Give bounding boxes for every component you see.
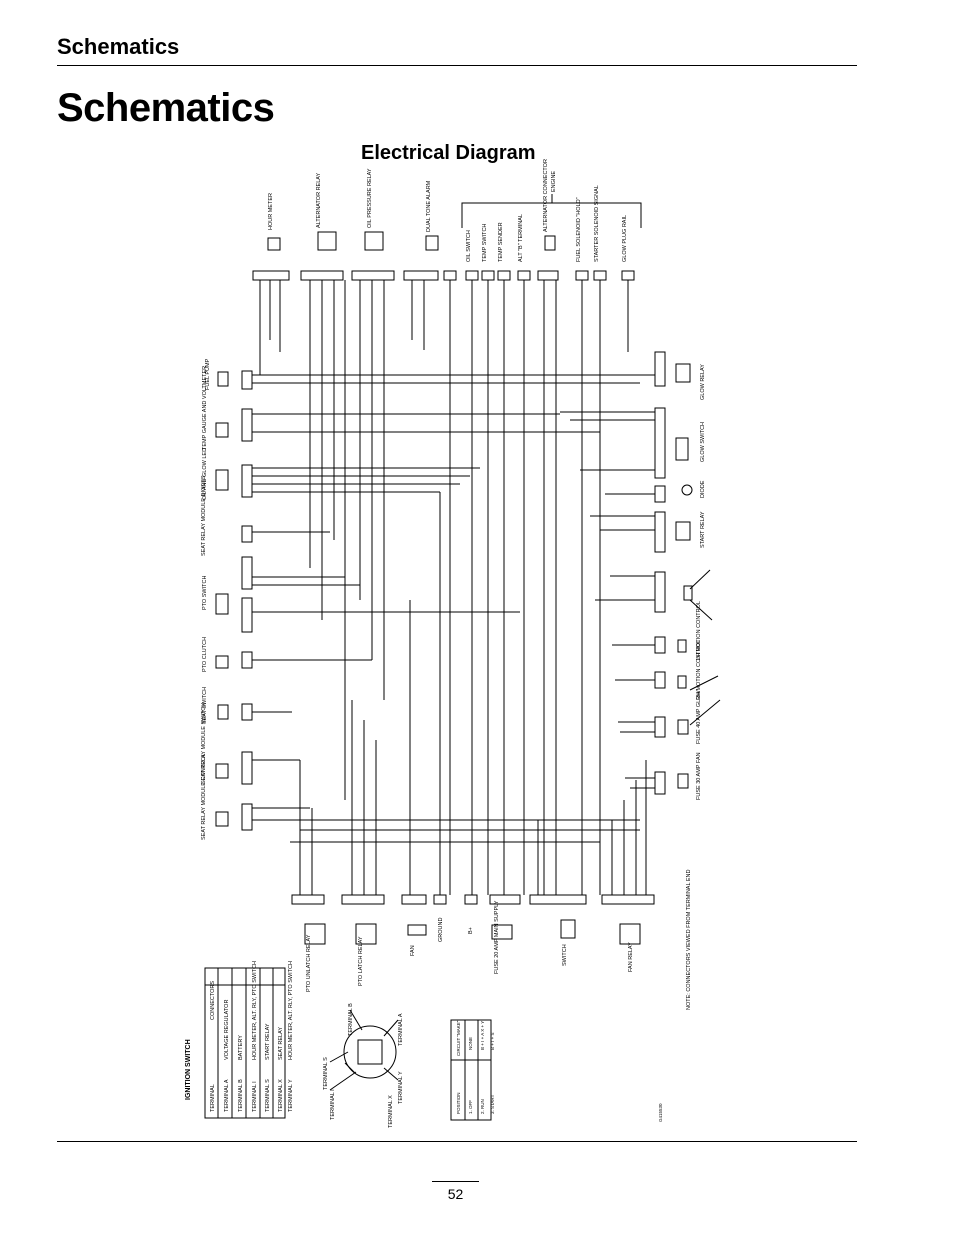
starter-solenoid-label: STARTER SOLENOID SIGNAL bbox=[594, 185, 600, 262]
ignition-row-connectors-6: HOUR METER, ALT. RLY, PTO SWITCH bbox=[288, 961, 294, 1060]
position-col-position: POSITION bbox=[456, 1092, 461, 1114]
terminal-s-label: TERMINAL S bbox=[323, 1057, 329, 1090]
pto-latch-relay-label: PTO LATCH RELAY bbox=[358, 936, 364, 986]
b-plus-label: B+ bbox=[468, 927, 474, 934]
connector-note: NOTE: CONNECTORS VIEWED FROM TERMINAL EN… bbox=[686, 870, 692, 1010]
fuse-20-label: FUSE 20 AMP MAIN SUPPLY bbox=[494, 900, 500, 974]
ignition-row-connectors-1: VOLTAGE REGULATOR bbox=[224, 1000, 230, 1060]
switch-label: SWITCH bbox=[562, 944, 568, 966]
ignition-col-terminal: TERMINAL bbox=[210, 1084, 216, 1112]
position-row-2-position: 2. RUN bbox=[480, 1099, 485, 1114]
page-title: Schematics bbox=[57, 86, 275, 130]
fan-relay-label: FAN RELAY bbox=[628, 942, 634, 972]
terminal-y-label: TERMINAL Y bbox=[398, 1071, 404, 1104]
fuse-30-label: FUSE 30 AMP FAN bbox=[696, 752, 702, 800]
position-row-1-circuit: NONE bbox=[468, 1037, 473, 1050]
oil-switch-label: OIL SWITCH bbox=[466, 230, 472, 262]
alt-b-terminal-label: ALT "B" TERMINAL bbox=[518, 214, 524, 262]
temp-sender-label: TEMP SENDER bbox=[498, 222, 504, 262]
page-number: 52 bbox=[447, 1186, 464, 1202]
part-number: G415530 bbox=[658, 1103, 663, 1122]
alternator-relay-label: ALTERNATOR RELAY bbox=[316, 172, 322, 228]
seat-relay-switch-label: SEAT RELAY MODULE SWITCH bbox=[201, 703, 207, 784]
fuse-40-label: FUSE 40 AMP GLOW bbox=[696, 689, 702, 744]
fan-label: FAN bbox=[410, 945, 416, 956]
wiring-harness bbox=[204, 194, 721, 1121]
hour-meter-label: HOUR METER bbox=[268, 193, 274, 230]
ground-label: GROUND bbox=[438, 918, 444, 942]
diode-label: DIODE bbox=[700, 480, 706, 498]
ignition-row-terminal-6: TERMINAL Y bbox=[288, 1079, 294, 1112]
ignition-row-connectors-4: START RELAY bbox=[265, 1023, 271, 1060]
glow-switch-label: GLOW SWITCH bbox=[700, 422, 706, 462]
fuel-solenoid-label: FUEL SOLENOID "HOLD" bbox=[576, 197, 582, 262]
ignition-col-connectors: CONNECTORS bbox=[210, 981, 216, 1020]
pto-switch-label: PTO SWITCH bbox=[202, 576, 208, 610]
lh-motion-control-label: LH MOTION CONTROL bbox=[696, 601, 702, 660]
ignition-row-terminal-4: TERMINAL S bbox=[265, 1079, 271, 1112]
ignition-row-terminal-1: TERMINAL A bbox=[224, 1079, 230, 1112]
position-row-3-position: 3. START bbox=[490, 1094, 495, 1114]
footer-rule bbox=[57, 1141, 857, 1142]
oil-pressure-relay-label: OIL PRESSURE RELAY bbox=[367, 168, 373, 228]
start-relay-label: START RELAY bbox=[700, 511, 706, 548]
ignition-row-connectors-3: HOUR METER, ALT. RLY, PTO SWITCH bbox=[252, 961, 258, 1060]
page-number-rule bbox=[432, 1181, 479, 1182]
glow-plug-rail-label: GLOW PLUG RAIL bbox=[622, 215, 628, 262]
fuel-pump-label: FUEL PUMP bbox=[205, 358, 211, 390]
seat-relay-diodes-label: SEAT RELAY MODULE DIODES bbox=[201, 475, 207, 556]
ignition-row-connectors-5: SEAT RELAY bbox=[278, 1027, 284, 1060]
position-row-1-position: 1. OFF bbox=[468, 1100, 473, 1114]
dual-tone-alarm-label: DUAL TONE ALARM bbox=[426, 180, 432, 232]
terminal-x-label: TERMINAL X bbox=[388, 1095, 394, 1128]
terminal-i-label: TERMINAL I bbox=[330, 1089, 336, 1120]
temp-switch-label: TEMP SWITCH bbox=[482, 224, 488, 262]
ignition-switch-title: IGNITION SWITCH bbox=[185, 1039, 192, 1100]
oil-glow-led-label: OIL AND GLOW LED bbox=[202, 448, 208, 500]
engine-label: ENGINE bbox=[551, 171, 557, 192]
alternator-connector-label: ALTERNATOR CONNECTOR bbox=[543, 159, 549, 232]
position-col-circuit: CIRCUIT "MAKE" bbox=[456, 1020, 461, 1056]
pto-unlatch-relay-label: PTO UNLATCH RELAY bbox=[306, 934, 312, 992]
ignition-row-terminal-2: TERMINAL B bbox=[238, 1079, 244, 1112]
seat-relay-control-label: SEAT RELAY MODULE CONTROL bbox=[201, 754, 207, 840]
ignition-row-terminal-3: TERMINAL I bbox=[252, 1081, 258, 1112]
glow-relay-label: GLOW RELAY bbox=[700, 364, 706, 400]
terminal-b-label: TERMINAL B bbox=[348, 1003, 354, 1036]
ignition-row-connectors-2: BATTERY bbox=[238, 1035, 244, 1060]
header-rule bbox=[57, 65, 857, 66]
rh-motion-control-label: RH MOTION CONTROL bbox=[696, 640, 702, 700]
seat-switch-label: SEAT SWITCH bbox=[202, 687, 208, 724]
position-row-3-circuit: B + I + S bbox=[490, 1032, 495, 1050]
diagram-title: Electrical Diagram bbox=[361, 142, 536, 164]
pto-clutch-label: PTO CLUTCH bbox=[202, 637, 208, 672]
temp-gauge-label: TEMP GAUGE AND VOLTMETER bbox=[202, 366, 208, 450]
ignition-row-terminal-5: TERMINAL X bbox=[278, 1079, 284, 1112]
terminal-a-label: TERMINAL A bbox=[398, 1013, 404, 1046]
position-row-2-circuit: B + I + A X + Y bbox=[480, 1021, 485, 1050]
section-header: Schematics bbox=[57, 34, 180, 59]
